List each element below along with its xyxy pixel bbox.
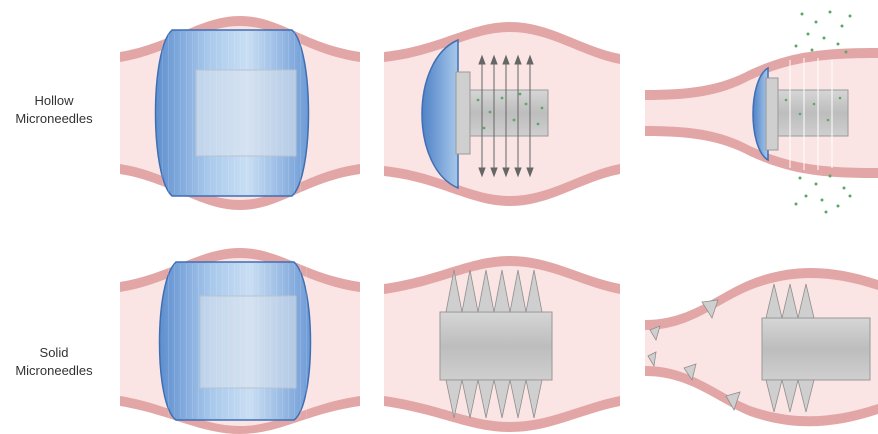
collapsed-needle-array <box>200 296 296 388</box>
solid-panel-1 <box>120 248 360 434</box>
hollow-panel-3 <box>645 11 878 214</box>
hollow-panel-2 <box>384 22 620 206</box>
collapsed-needle-array <box>196 70 296 156</box>
needle-array-body <box>440 312 552 380</box>
solid-needle-spikes-bottom <box>766 380 814 412</box>
needle-plate <box>456 72 470 154</box>
solid-panel-2 <box>384 256 620 432</box>
solid-needle-spikes-top <box>766 284 814 318</box>
needle-array-body <box>778 90 848 136</box>
solid-panel-3 <box>645 268 878 426</box>
needle-plate <box>766 78 778 150</box>
hollow-panel-1 <box>120 16 360 210</box>
needle-array-body <box>762 318 870 380</box>
